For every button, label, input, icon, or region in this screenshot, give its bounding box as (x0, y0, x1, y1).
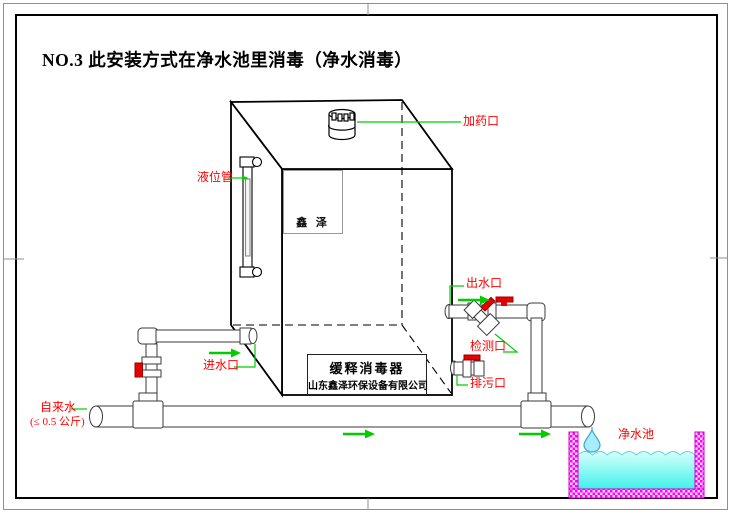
leader-lines (71, 121, 519, 410)
device-nameplate: 缓释消毒器 山东鑫泽环保设备有限公司 (307, 354, 428, 395)
label-inlet-port: 进水口 (203, 358, 240, 372)
label-level-tube: 液位管 (197, 170, 234, 184)
leader-arrowhead-icon (242, 175, 249, 181)
test-port-strainer (463, 296, 501, 337)
flow-arrow-icon (519, 429, 551, 439)
label-test-port: 检测口 (470, 339, 507, 353)
label-tap-water: 自来水 (40, 400, 77, 414)
label-dosing-port: 加药口 (463, 114, 500, 128)
drain-valve (450, 354, 485, 378)
label-outlet-port: 出水口 (466, 276, 503, 290)
device-company-name: 山东鑫泽环保设备有限公司 (308, 381, 428, 392)
logo-panel: 鑫 泽 (283, 170, 343, 234)
logo-text: 鑫 泽 (296, 217, 330, 229)
flow-arrow-icon (458, 295, 490, 305)
dosing-cap-icon (328, 108, 356, 141)
label-clean-pool: 净水池 (618, 427, 655, 441)
flow-arrow-icon (343, 429, 375, 439)
label-drain-port: 排污口 (470, 376, 507, 390)
level-tube (239, 156, 263, 278)
label-tap-water-pressure: (≤ 0.5 公斤) (30, 416, 85, 428)
water-tank (568, 431, 705, 499)
main-supply-pipe (89, 392, 595, 429)
water (577, 451, 696, 490)
drawing-frame (3, 3, 728, 510)
device-product-name: 缓释消毒器 (329, 361, 405, 376)
water-drop-icon (583, 427, 601, 453)
disinfector-box-outline (229, 99, 454, 398)
drawing-title: NO.3 此安装方式在净水池里消毒（净水消毒） (42, 50, 413, 70)
inlet-pipe (134, 327, 258, 405)
flow-arrows (209, 295, 551, 439)
flow-arrow-icon (209, 348, 241, 358)
